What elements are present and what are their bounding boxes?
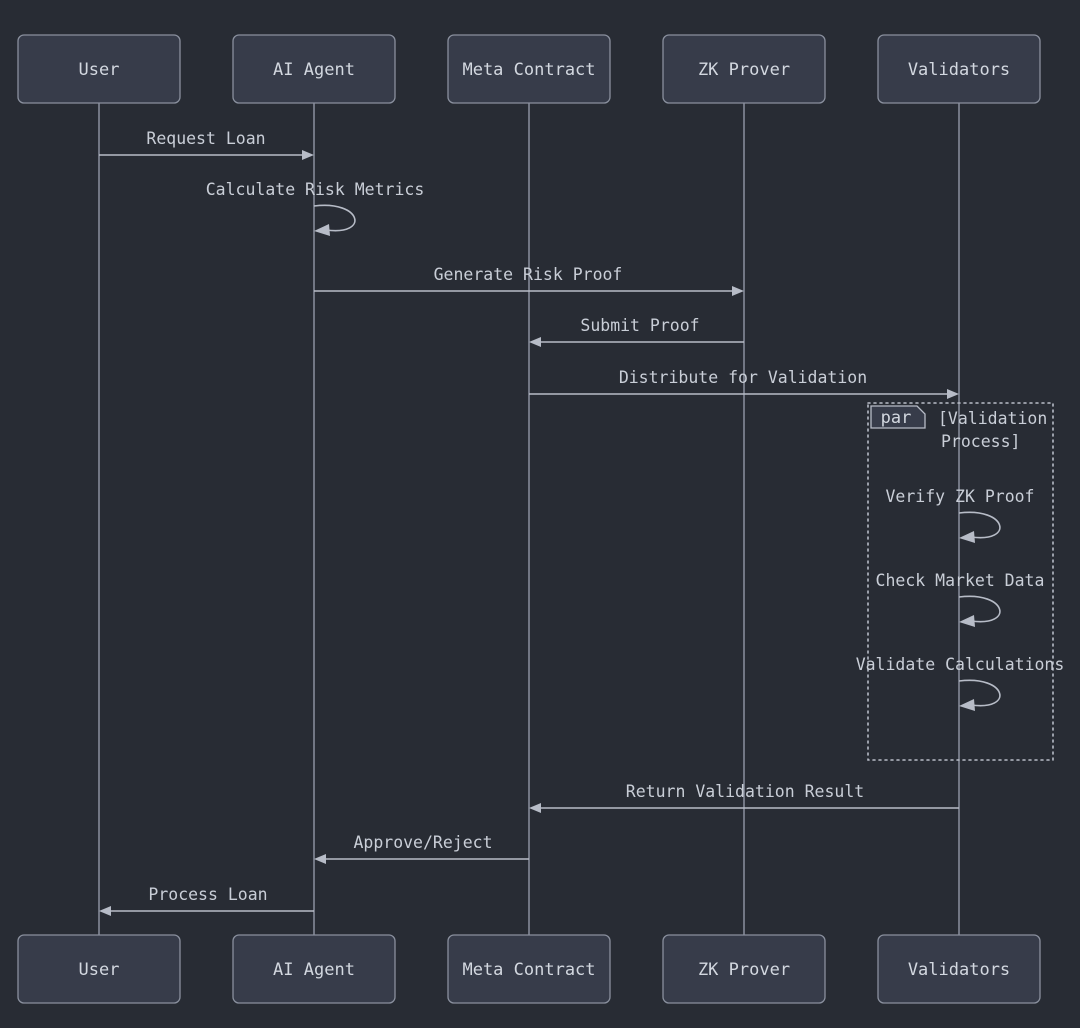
arrowhead-validate-calculations <box>959 699 975 711</box>
message-process-loan[interactable]: Process Loan <box>99 885 314 916</box>
actor-label-validators-top: Validators <box>908 60 1010 80</box>
message-request-loan[interactable]: Request Loan <box>99 129 314 160</box>
message-label-distribute-for-validation: Distribute for Validation <box>619 368 867 387</box>
message-label-generate-risk-proof: Generate Risk Proof <box>434 265 623 284</box>
self-loop-check-market-data <box>958 595 1001 623</box>
actor-box-meta-contract-top[interactable]: Meta Contract <box>447 34 611 104</box>
arrowhead-calculate-risk-metrics <box>314 224 330 236</box>
actor-label-user-bottom: User <box>79 960 120 980</box>
message-approve-reject[interactable]: Approve/Reject <box>314 833 529 864</box>
message-label-calculate-risk-metrics: Calculate Risk Metrics <box>206 180 425 199</box>
arrowhead-check-market-data <box>959 615 975 627</box>
self-loop-validate-calculations <box>958 679 1001 707</box>
arrowhead-generate-risk-proof <box>732 286 744 296</box>
actor-label-ai-agent-top: AI Agent <box>273 60 355 80</box>
actor-label-user-top: User <box>79 60 120 80</box>
arrowhead-request-loan <box>302 150 314 160</box>
message-label-return-validation-result: Return Validation Result <box>626 782 864 801</box>
message-check-market-data[interactable]: Check Market Data <box>876 571 1045 627</box>
arrowhead-verify-zk-proof <box>959 531 975 543</box>
actor-box-ai-agent-top[interactable]: AI Agent <box>232 34 396 104</box>
message-distribute-for-validation[interactable]: Distribute for Validation <box>529 368 959 399</box>
message-verify-zk-proof[interactable]: Verify ZK Proof <box>885 487 1035 543</box>
fragment-operator-tab <box>870 405 926 429</box>
message-validate-calculations[interactable]: Validate Calculations <box>856 655 1065 711</box>
message-label-process-loan: Process Loan <box>148 885 267 904</box>
actor-label-zk-prover-top: ZK Prover <box>698 60 790 80</box>
fragment-frame-par-validation <box>867 402 1054 761</box>
message-label-check-market-data: Check Market Data <box>876 571 1045 590</box>
message-return-validation-result[interactable]: Return Validation Result <box>529 782 959 813</box>
actor-label-ai-agent-bottom: AI Agent <box>273 960 355 980</box>
actor-box-zk-prover-bottom[interactable]: ZK Prover <box>662 934 826 1004</box>
actor-box-zk-prover-top[interactable]: ZK Prover <box>662 34 826 104</box>
message-label-request-loan: Request Loan <box>146 129 265 148</box>
actor-box-ai-agent-bottom[interactable]: AI Agent <box>232 934 396 1004</box>
self-loop-verify-zk-proof <box>958 511 1001 539</box>
actor-label-validators-bottom: Validators <box>908 960 1010 980</box>
arrowhead-return-validation-result <box>529 803 541 813</box>
fragment-operator-label: par <box>881 408 912 428</box>
lifelines <box>98 103 960 935</box>
message-label-verify-zk-proof: Verify ZK Proof <box>885 487 1034 506</box>
actor-header-row: User AI Agent Meta Contract ZK Prover Va… <box>17 34 1041 104</box>
actor-box-validators-bottom[interactable]: Validators <box>877 934 1041 1004</box>
message-label-validate-calculations: Validate Calculations <box>856 655 1065 674</box>
self-loop-calculate-risk-metrics <box>313 204 356 232</box>
fragment-title-line-2: Process] <box>941 432 1020 451</box>
actor-box-validators-top[interactable]: Validators <box>877 34 1041 104</box>
message-label-submit-proof: Submit Proof <box>580 316 699 335</box>
message-calculate-risk-metrics[interactable]: Calculate Risk Metrics <box>206 180 425 236</box>
arrowhead-submit-proof <box>529 337 541 347</box>
actor-box-user-bottom[interactable]: User <box>17 934 181 1004</box>
actor-label-zk-prover-bottom: ZK Prover <box>698 960 790 980</box>
fragment-title-line-1: [Validation <box>938 409 1047 428</box>
actor-label-meta-contract-bottom: Meta Contract <box>462 960 595 980</box>
actor-label-meta-contract-top: Meta Contract <box>462 60 595 80</box>
message-generate-risk-proof[interactable]: Generate Risk Proof <box>314 265 744 296</box>
actor-box-meta-contract-bottom[interactable]: Meta Contract <box>447 934 611 1004</box>
message-submit-proof[interactable]: Submit Proof <box>529 316 744 347</box>
actor-footer-row: User AI Agent Meta Contract ZK Prover Va… <box>17 934 1041 1004</box>
arrowhead-approve-reject <box>314 854 326 864</box>
actor-box-user-top[interactable]: User <box>17 34 181 104</box>
arrowhead-distribute-for-validation <box>947 389 959 399</box>
arrowhead-process-loan <box>99 906 111 916</box>
fragment-par-validation[interactable]: par [Validation Process] <box>867 402 1054 761</box>
message-label-approve-reject: Approve/Reject <box>353 833 492 852</box>
